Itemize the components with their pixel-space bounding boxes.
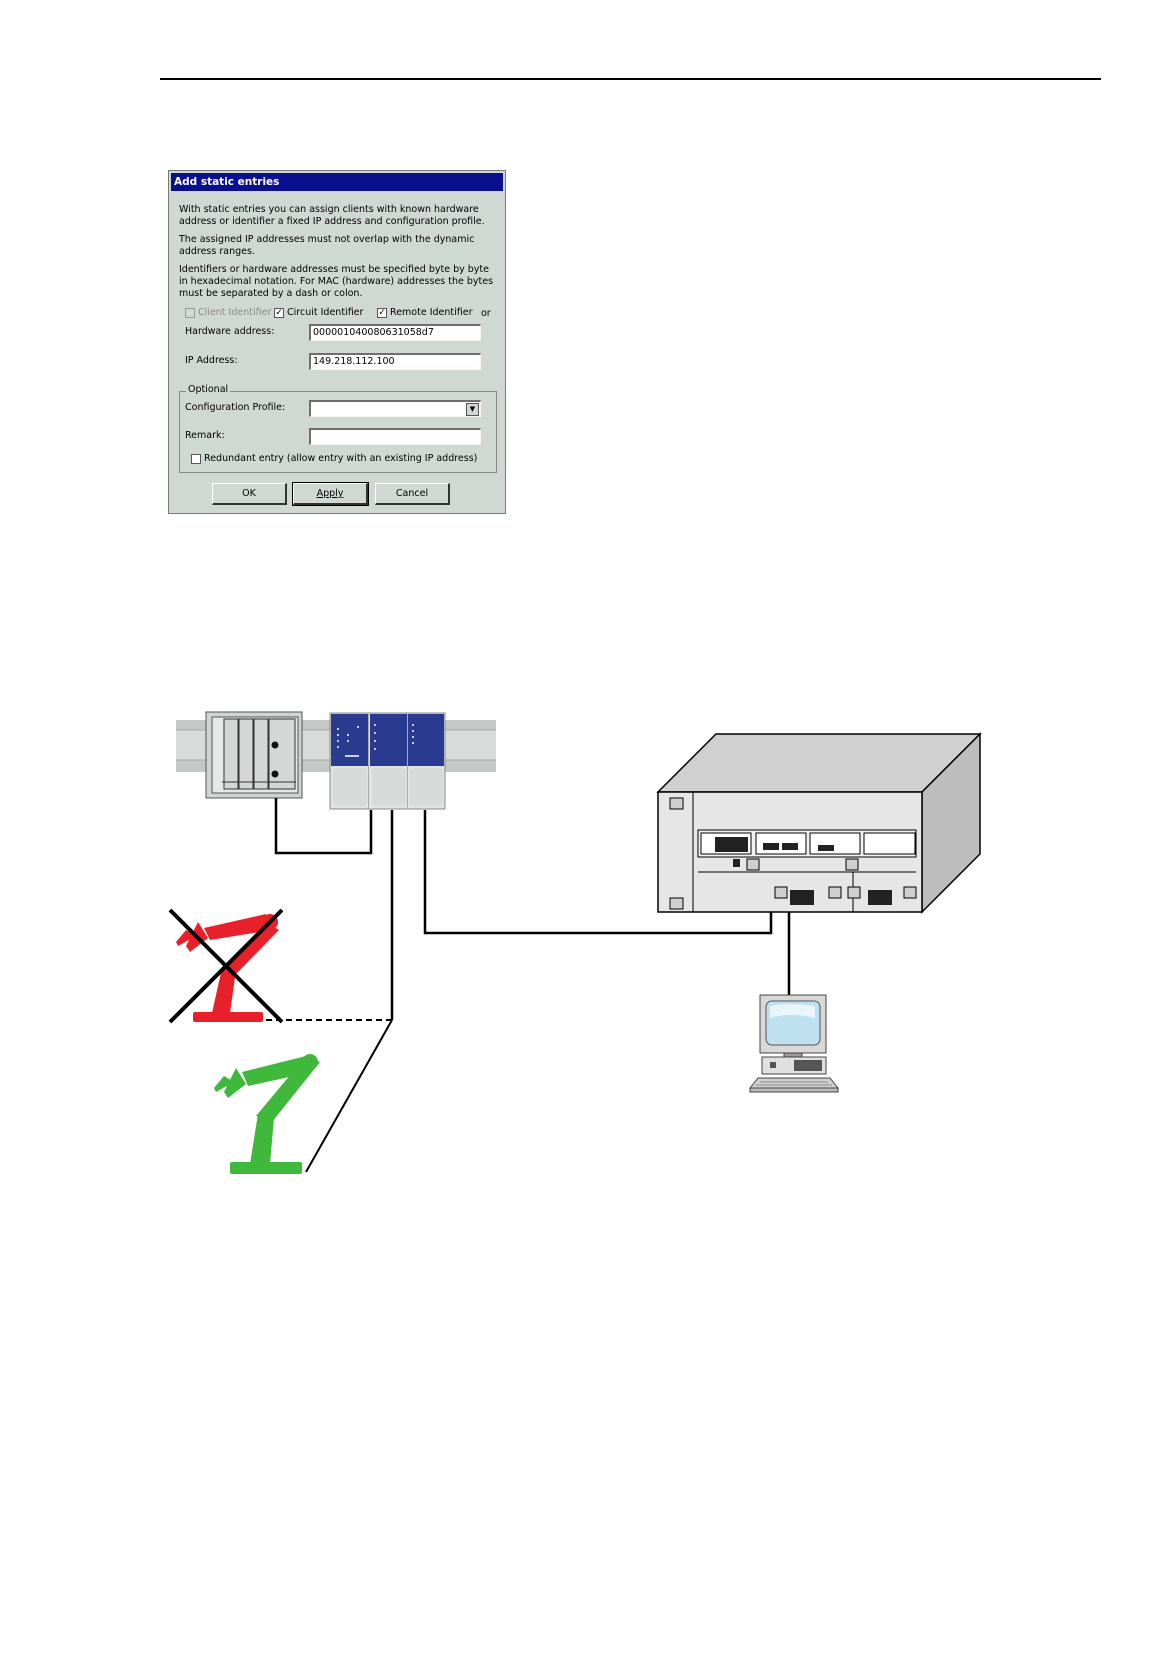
chassis-switch	[656, 732, 982, 914]
config-profile-select[interactable]: ▼	[309, 400, 481, 417]
apply-button-label: Apply	[316, 488, 344, 499]
or-label: or	[481, 308, 491, 319]
client-identifier-checkbox[interactable]: Client Identifier	[185, 307, 271, 318]
circuit-identifier-box[interactable]: ✓	[274, 307, 284, 318]
chevron-down-icon[interactable]: ▼	[466, 403, 479, 416]
ok-button[interactable]: OK	[212, 483, 287, 505]
hardware-address-label: Hardware address:	[185, 326, 275, 337]
circuit-identifier-checkbox[interactable]: ✓ Circuit Identifier	[274, 307, 363, 318]
format-note: Identifiers or hardware addresses must b…	[179, 264, 494, 299]
apply-button[interactable]: Apply	[292, 482, 369, 506]
remote-identifier-box[interactable]: ✓	[377, 307, 387, 318]
redundant-entry-label: Redundant entry (allow entry with an exi…	[204, 453, 478, 464]
replacement-robot	[214, 1054, 320, 1174]
failed-robot-cross	[168, 908, 284, 1024]
workstation-pc	[748, 994, 840, 1093]
remote-identifier-label: Remote Identifier	[390, 307, 473, 318]
rail-switch-group	[329, 712, 446, 810]
remark-field[interactable]	[309, 428, 481, 445]
ip-address-field[interactable]: 149.218.112.100	[309, 353, 481, 370]
circuit-identifier-label: Circuit Identifier	[287, 307, 364, 318]
cancel-button[interactable]: Cancel	[375, 483, 450, 505]
remark-label: Remark:	[185, 430, 225, 441]
overlap-note: The assigned IP addresses must not overl…	[179, 234, 475, 257]
remote-identifier-checkbox[interactable]: ✓ Remote Identifier	[377, 307, 473, 318]
intro-text: With static entries you can assign clien…	[179, 204, 485, 227]
add-static-entries-dialog: Add static entries With static entries y…	[168, 170, 506, 514]
optional-group-title: Optional	[186, 384, 231, 395]
ip-address-label: IP Address:	[185, 355, 238, 366]
config-profile-label: Configuration Profile:	[185, 402, 286, 413]
header-rule	[160, 78, 1101, 80]
dialog-title: Add static entries	[171, 173, 503, 191]
client-identifier-label: Client Identifier	[198, 307, 272, 318]
redundant-entry-checkbox[interactable]: Redundant entry (allow entry with an exi…	[191, 453, 477, 464]
plc-module	[205, 711, 303, 799]
network-diagram	[168, 711, 982, 1174]
hardware-address-field[interactable]: 000001040080631058d7	[309, 324, 481, 341]
redundant-entry-box[interactable]	[191, 453, 201, 464]
client-identifier-box[interactable]	[185, 307, 195, 318]
optional-group: Optional	[179, 384, 497, 473]
failed-robot	[176, 914, 279, 1022]
